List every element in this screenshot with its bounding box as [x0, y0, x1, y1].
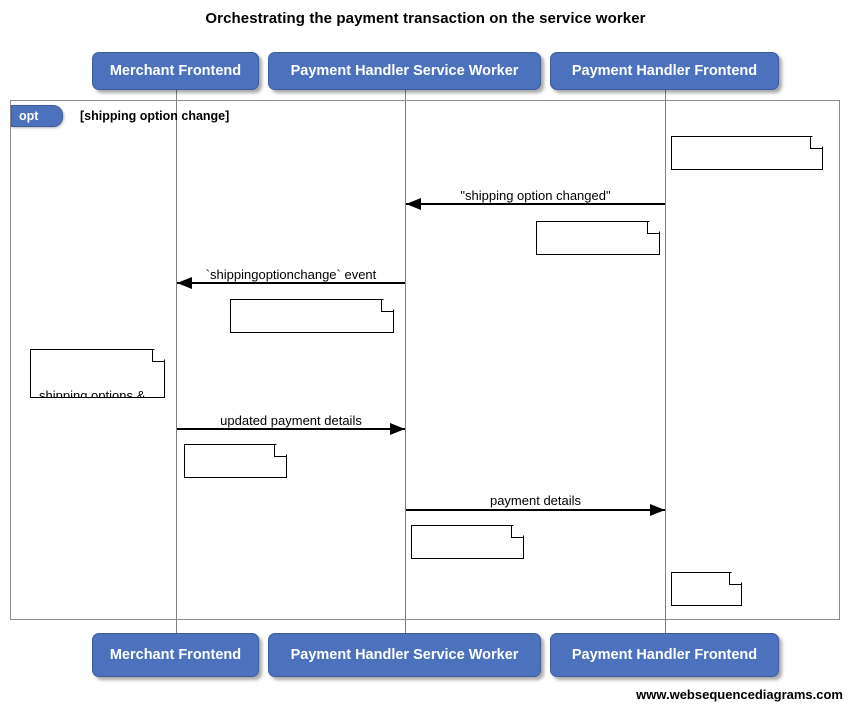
note-post-message-1: `.postMessage()` [536, 221, 660, 255]
message-arrowhead-updated-payment-details [390, 423, 405, 435]
message-line-payment-details [406, 509, 665, 511]
participant-merchant-frontend-bottom[interactable]: Merchant Frontend [92, 633, 259, 677]
message-label-payment-details: payment details [489, 493, 582, 508]
fragment-opt-condition: [shipping option change] [80, 109, 230, 123]
participant-payment-handler-frontend-bottom[interactable]: Payment Handler Frontend [550, 633, 779, 677]
message-line-updated-payment-details [177, 428, 405, 430]
lifeline-payment-handler-frontend [665, 90, 666, 633]
fragment-opt-box [10, 100, 840, 620]
lifeline-merchant-frontend [176, 90, 177, 633]
note-change-shipping-option: `.changeShippingOption()` [230, 299, 394, 333]
note-post-message-2: `.postMessage()` [411, 525, 524, 559]
page-title: Orchestrating the payment transaction on… [205, 10, 646, 27]
message-arrowhead-shipping-option-changed [406, 198, 421, 210]
footer-credit: www.websequencediagrams.com [636, 687, 843, 702]
participant-merchant-frontend-top[interactable]: Merchant Frontend [92, 52, 259, 90]
message-label-updated-payment-details: updated payment details [220, 413, 362, 428]
note-update-with: `.updateWith()` [184, 444, 287, 478]
fragment-opt-tab: opt [11, 105, 63, 127]
participant-payment-handler-service-worker-bottom[interactable]: Payment Handler Service Worker [268, 633, 541, 677]
participant-payment-handler-service-worker-top[interactable]: Payment Handler Service Worker [268, 52, 541, 90]
note-shipping-option-changed: shipping option changed [671, 136, 823, 170]
message-line-shippingoptionchange-event [177, 282, 405, 284]
message-line-shipping-option-changed [406, 203, 665, 205]
message-label-shippingoptionchange-event: `shippingoptionchange` event [205, 267, 377, 282]
message-arrowhead-shippingoptionchange-event [177, 277, 192, 289]
message-label-shipping-option-changed: "shipping option changed" [460, 188, 611, 203]
message-arrowhead-payment-details [650, 504, 665, 516]
note-update-ui: update UI [671, 572, 742, 606]
lifeline-payment-handler-service-worker [405, 90, 406, 633]
note-shipping-options-total-price: shipping options & total price change et… [30, 349, 165, 398]
participant-payment-handler-frontend-top[interactable]: Payment Handler Frontend [550, 52, 779, 90]
